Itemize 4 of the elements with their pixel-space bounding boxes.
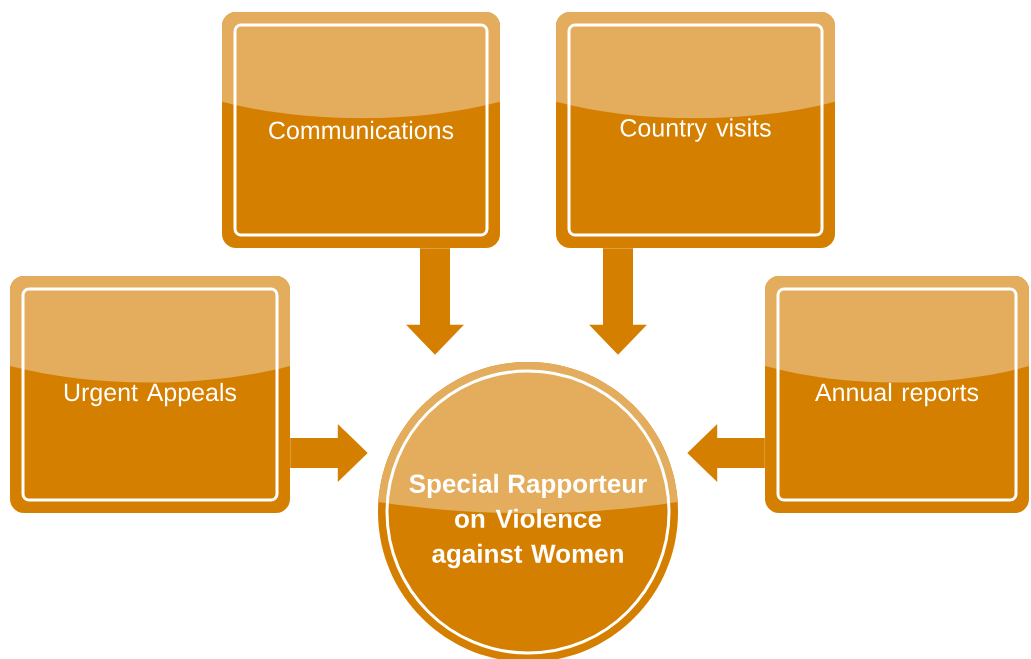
process-box: Urgent Appeals <box>10 276 290 513</box>
process-box: Country visits <box>556 12 835 248</box>
process-box: Communications <box>222 12 500 248</box>
process-box: Annual reports <box>765 276 1029 513</box>
